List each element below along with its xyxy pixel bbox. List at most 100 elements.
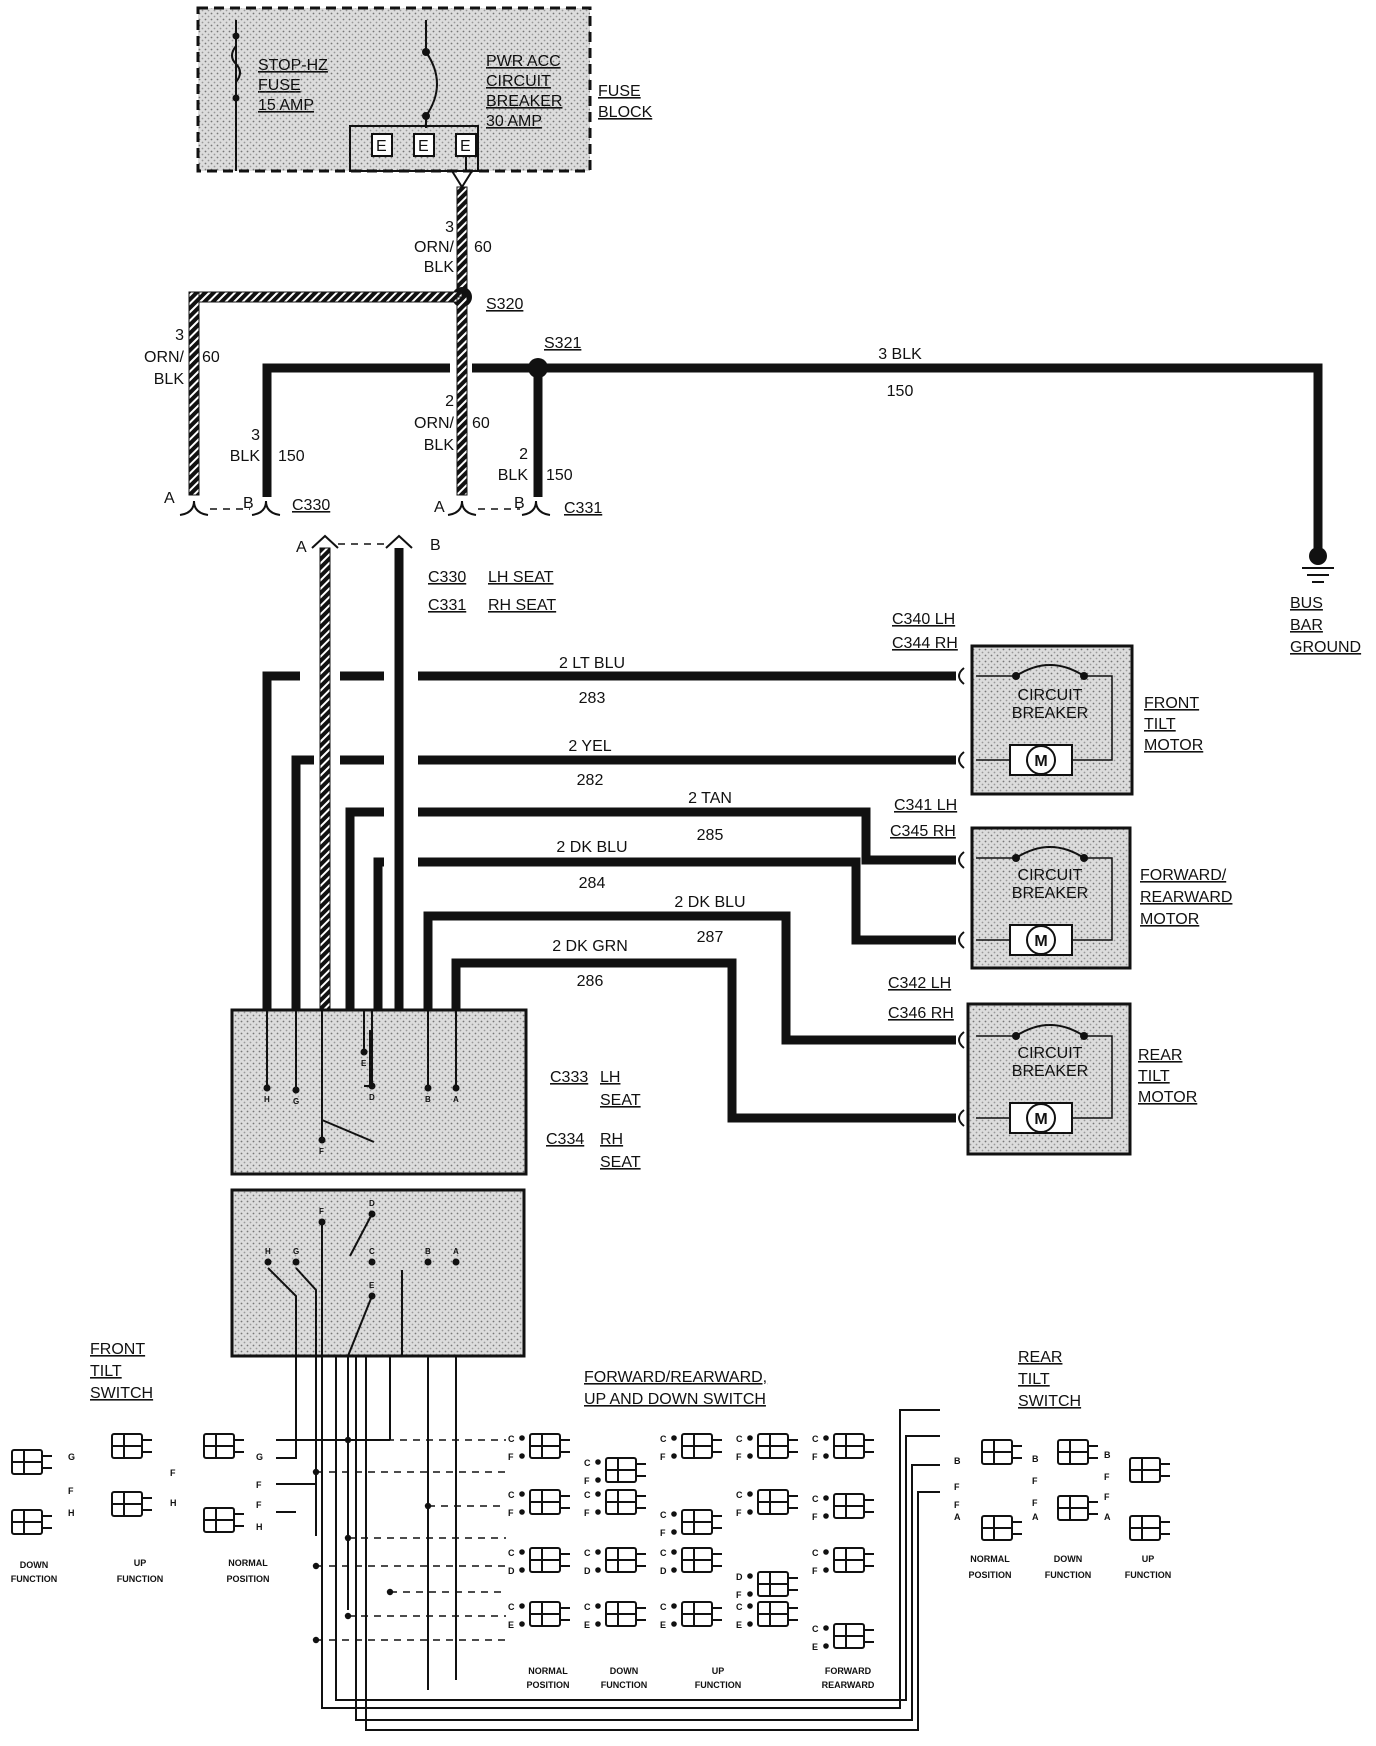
pin-label: D: [660, 1566, 667, 1576]
motor-label-2: REARWARD: [1140, 889, 1232, 906]
function-label: FUNCTION: [601, 1680, 648, 1690]
wire-circuit: 150: [278, 448, 305, 465]
wire-color: ORN/: [144, 349, 185, 366]
pin-label: A: [954, 1512, 961, 1522]
function-label: REARWARD: [822, 1680, 875, 1690]
connector-c341: C341 LH: [894, 797, 957, 814]
pin-label: B: [954, 1456, 961, 1466]
breaker-label-1: CIRCUIT: [1018, 687, 1083, 704]
pin-label: E: [736, 1620, 742, 1630]
connector-c333-desc: LH: [600, 1069, 620, 1086]
splice-label: S321: [544, 335, 581, 352]
function-label: FUNCTION: [11, 1574, 58, 1584]
connector-c345: C345 RH: [890, 823, 956, 840]
function-label: NORMAL: [528, 1666, 568, 1676]
pin-label: F: [660, 1452, 666, 1462]
seat-connectors: A B C330 A B C331 A B C330 LH SEAT C331 …: [164, 490, 602, 1011]
pin-label: G: [68, 1452, 75, 1462]
switch-title-2: TILT: [90, 1363, 122, 1380]
pin-label: C: [508, 1548, 515, 1558]
pin-label: F: [1032, 1498, 1038, 1508]
breaker-label-2: BREAKER: [1012, 1063, 1088, 1080]
wire-gauge: 2: [445, 393, 454, 410]
connector-pin-label: B: [425, 1247, 431, 1256]
legend-c330: C330: [428, 569, 466, 586]
motor-icon: [1026, 745, 1056, 775]
wire-label: 2 YEL: [568, 738, 611, 755]
wire-label: 2 DK BLU: [674, 894, 745, 911]
connector-pin: [424, 1084, 432, 1092]
connector-pin-label: A: [453, 1095, 459, 1104]
connector-pin: [452, 1084, 460, 1092]
function-label: UP: [1142, 1554, 1155, 1564]
circuit-breaker-symbol-icon: [425, 51, 438, 117]
wire-circuit: 60: [474, 239, 492, 256]
pin-label: C: [508, 1602, 515, 1612]
fuse-terminal-e: E: [418, 138, 429, 155]
svg-text:M: M: [1034, 1111, 1047, 1128]
connector-c334-desc: RH: [600, 1131, 623, 1148]
connector-pin-label: B: [425, 1095, 431, 1104]
switch-title-1: FORWARD/REARWARD,: [584, 1369, 767, 1386]
pin-label: C: [584, 1548, 591, 1558]
pin-label: F: [584, 1508, 590, 1518]
function-label: FORWARD: [825, 1666, 872, 1676]
pin-label: C: [508, 1490, 515, 1500]
function-label: POSITION: [968, 1570, 1011, 1580]
wire-color: BLK: [424, 259, 455, 276]
pin-label: C: [508, 1434, 515, 1444]
connector-female-icon: [521, 500, 551, 516]
function-label: POSITION: [526, 1680, 569, 1690]
rear-tilt-switch: REAR TILT SWITCH B F F A B F F A B F F A…: [954, 1349, 1171, 1580]
pin-b: B: [430, 537, 441, 554]
pin-label: A: [1104, 1512, 1111, 1522]
wire-color: BLK: [424, 437, 455, 454]
ground-label-2: BAR: [1290, 617, 1323, 634]
wire-color: BLK: [154, 371, 185, 388]
wire-label: 2 TAN: [688, 790, 732, 807]
connector-pin-label: F: [319, 1207, 324, 1216]
pin-label: F: [812, 1566, 818, 1576]
connector-c346: C346 RH: [888, 1005, 954, 1022]
motor-label-2: TILT: [1138, 1068, 1170, 1085]
function-label: DOWN: [1054, 1554, 1083, 1564]
pin-label: F: [170, 1468, 176, 1478]
pin-label: B: [1032, 1454, 1039, 1464]
function-label: POSITION: [226, 1574, 269, 1584]
connector-c330: C330: [292, 497, 330, 514]
connector-pin-label: E: [369, 1281, 375, 1290]
front-tilt-switch: FRONT TILT SWITCH G F H F H G F F H DOWN…: [11, 1341, 270, 1584]
wire-circuit: 282: [577, 772, 604, 789]
pin-label: F: [812, 1512, 818, 1522]
wire-label: 2 DK BLU: [556, 839, 627, 856]
breaker-name-2: CIRCUIT: [486, 73, 551, 90]
pin-label: F: [68, 1486, 74, 1496]
connector-pin: [263, 1084, 271, 1092]
fuse-block-label-1: FUSE: [598, 83, 641, 100]
fuse-block-label-2: BLOCK: [598, 104, 653, 121]
ground-label-3: GROUND: [1290, 639, 1361, 656]
connector-c333-desc: SEAT: [600, 1092, 641, 1109]
connector-pin-label: G: [293, 1247, 299, 1256]
connector-pin: [264, 1258, 272, 1266]
connector-c331: C331: [564, 500, 602, 517]
pin-b: B: [243, 495, 254, 512]
wire-gauge: 3: [251, 427, 260, 444]
pin-label: F: [584, 1476, 590, 1486]
pin-label: E: [508, 1620, 514, 1630]
wire-circuit: 287: [697, 929, 724, 946]
pin-label: F: [256, 1480, 262, 1490]
pin-label: F: [508, 1508, 514, 1518]
pin-label: D: [508, 1566, 515, 1576]
connector-c342: C342 LH: [888, 975, 951, 992]
switch-harness: [276, 1356, 940, 1731]
function-label: NORMAL: [228, 1558, 268, 1568]
wire-label: 2 LT BLU: [559, 655, 625, 672]
pin-label: F: [1104, 1492, 1110, 1502]
motor-label-2: TILT: [1144, 716, 1176, 733]
pin-label: F: [736, 1508, 742, 1518]
connector-pin: [452, 1258, 460, 1266]
pin-label: C: [812, 1434, 819, 1444]
pin-label: C: [812, 1624, 819, 1634]
